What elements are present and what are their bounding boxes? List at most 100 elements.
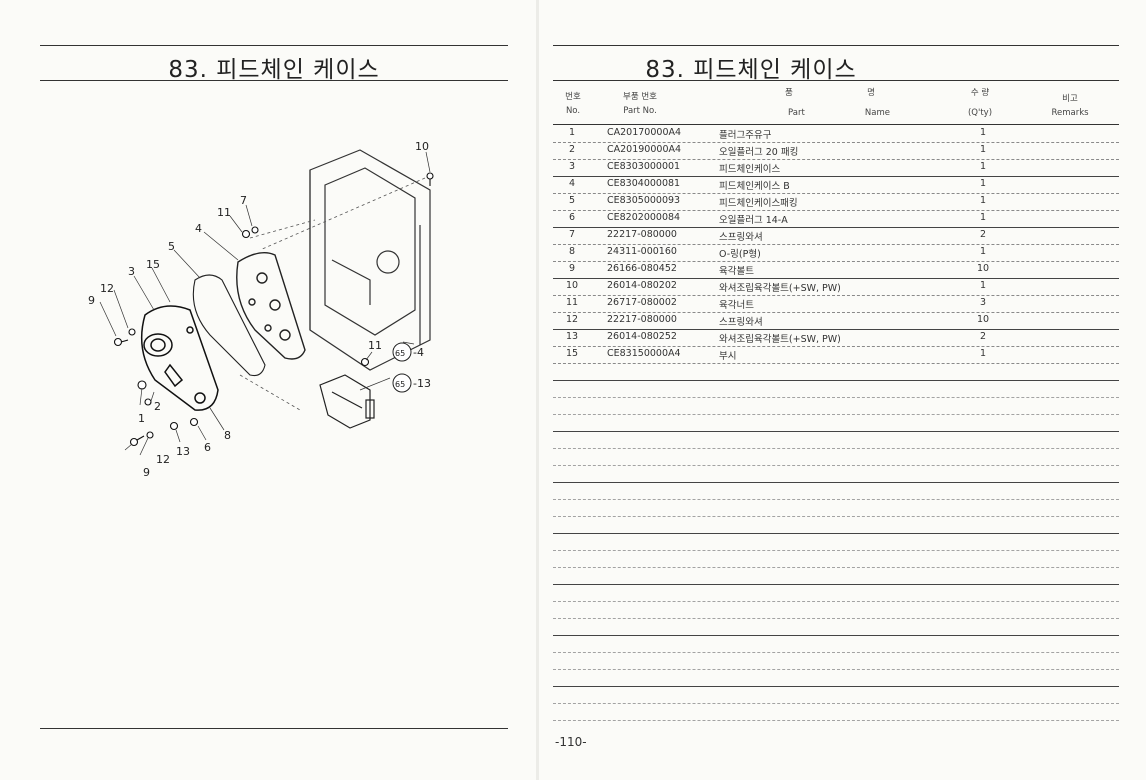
left-page — [0, 0, 538, 780]
table-empty-line — [553, 584, 1119, 585]
header-qty-en: (Q'ty) — [967, 108, 993, 118]
table-empty-line — [553, 397, 1119, 398]
callout-1: 1 — [138, 412, 145, 425]
callout-6: 6 — [204, 441, 211, 454]
cell-no: 11 — [565, 297, 579, 308]
table-empty-line — [553, 380, 1119, 381]
table-empty-line — [553, 720, 1119, 721]
header-name-ko-1: 품 — [785, 88, 793, 98]
cell-qty: 10 — [976, 314, 990, 325]
cell-part-no: 22217-080000 — [607, 314, 677, 325]
cell-part-no: CE8202000084 — [607, 212, 681, 223]
callout-4: 4 — [195, 222, 202, 235]
cell-qty: 1 — [979, 246, 987, 257]
chain-case-b — [236, 252, 306, 360]
assembly-guide-lines — [239, 177, 426, 411]
table-empty-line — [553, 533, 1119, 534]
header-remarks: 비고 Remarks — [1040, 92, 1100, 120]
cell-part-name: 와셔조립육각볼트(+SW, PW) — [719, 283, 841, 294]
cell-part-name: 육각너트 — [719, 300, 754, 311]
header-part-no-ko: 부품 번호 — [623, 92, 657, 102]
cell-part-name: 피드체인케이스 — [719, 164, 781, 175]
header-no-en: No. — [565, 106, 581, 116]
table-empty-line — [553, 703, 1119, 704]
header-bottom-rule — [553, 124, 1119, 125]
right-page — [538, 0, 1146, 780]
table-row: 13 26014-080252 와셔조립육각볼트(+SW, PW) 2 — [553, 329, 1119, 347]
table-empty-line — [553, 448, 1119, 449]
table-empty-line — [553, 635, 1119, 636]
left-bottom-rule — [40, 728, 508, 729]
right-page-title: 83. 피드체인 케이스 — [645, 57, 857, 83]
table-empty-line — [553, 567, 1119, 568]
cell-part-no: CE83150000A4 — [607, 348, 681, 359]
header-no-ko: 번호 — [565, 92, 581, 102]
header-qty-ko: 수 량 — [970, 88, 990, 98]
cell-part-no: 26014-080252 — [607, 331, 677, 342]
callout-3: 3 — [128, 265, 135, 278]
header-part-no-en: Part No. — [623, 106, 657, 116]
cell-no: 13 — [565, 331, 579, 342]
callout-12: 12 — [100, 282, 114, 295]
cell-no: 15 — [565, 348, 579, 359]
cell-qty: 1 — [979, 348, 987, 359]
ref-65-a-suffix: -4 — [413, 346, 424, 359]
table-row: 12 22217-080000 스프링와셔 10 — [553, 312, 1119, 330]
cell-part-name: 피드체인케이스 B — [719, 181, 790, 192]
cell-qty: 1 — [979, 280, 987, 291]
callout-12-lower: 12 — [156, 453, 170, 466]
table-empty-line — [553, 686, 1119, 687]
callout-11-lower: 11 — [368, 339, 382, 352]
cell-part-name: 스프링와셔 — [719, 317, 763, 328]
header-no: 번호 No. — [553, 90, 593, 118]
header-name-en-1: Part — [788, 108, 805, 118]
table-empty-line — [553, 516, 1119, 517]
cell-part-no: 22217-080000 — [607, 229, 677, 240]
left-title-top-rule — [40, 45, 508, 46]
cell-no: 2 — [568, 144, 576, 155]
table-empty-line — [553, 601, 1119, 602]
cell-no: 12 — [565, 314, 579, 325]
cell-part-no: CE8303000001 — [607, 161, 681, 172]
cell-part-no: CE8305000093 — [607, 195, 681, 206]
page-number: -110- — [555, 735, 587, 749]
cell-part-name: 육각볼트 — [719, 266, 754, 277]
table-empty-line — [553, 431, 1119, 432]
cell-part-no: 26166-080452 — [607, 263, 677, 274]
callout-15: 15 — [146, 258, 160, 271]
table-empty-line — [553, 669, 1119, 670]
callout-2: 2 — [154, 400, 161, 413]
ref-65-b: 65 — [395, 380, 405, 389]
table-empty-line — [553, 482, 1119, 483]
table-empty-line — [553, 499, 1119, 500]
right-title-top-rule — [553, 45, 1119, 46]
cell-no: 10 — [565, 280, 579, 291]
cell-no: 8 — [568, 246, 576, 257]
cell-part-name: 와셔조립육각볼트(+SW, PW) — [719, 334, 841, 345]
page-spine — [536, 0, 539, 780]
cell-part-name: 스프링와셔 — [719, 232, 763, 243]
bolts-and-washers — [113, 172, 434, 447]
cell-qty: 1 — [979, 195, 987, 206]
table-empty-line — [553, 465, 1119, 466]
header-name-en-2: Name — [864, 108, 890, 118]
cell-qty: 3 — [979, 297, 987, 308]
cell-qty: 1 — [979, 127, 987, 138]
header-part-name: 품 명 Part Name — [770, 86, 890, 120]
leader-lines — [99, 151, 431, 456]
header-remarks-ko: 비고 — [1062, 94, 1078, 104]
callout-9-lower: 9 — [143, 466, 150, 479]
cell-qty: 2 — [979, 331, 987, 342]
header-qty: 수 량 (Q'ty) — [955, 86, 1005, 120]
table-row: 10 26014-080202 와셔조립육각볼트(+SW, PW) 1 — [553, 278, 1119, 296]
cell-part-name: O-링(P형) — [719, 249, 761, 260]
callout-8: 8 — [224, 429, 231, 442]
callout-11: 11 — [217, 206, 231, 219]
cell-part-name: 피드체인케이스패킹 — [719, 198, 798, 209]
cell-part-no: 26014-080202 — [607, 280, 677, 291]
cell-part-name: 오일플러그 14-A — [719, 215, 788, 226]
